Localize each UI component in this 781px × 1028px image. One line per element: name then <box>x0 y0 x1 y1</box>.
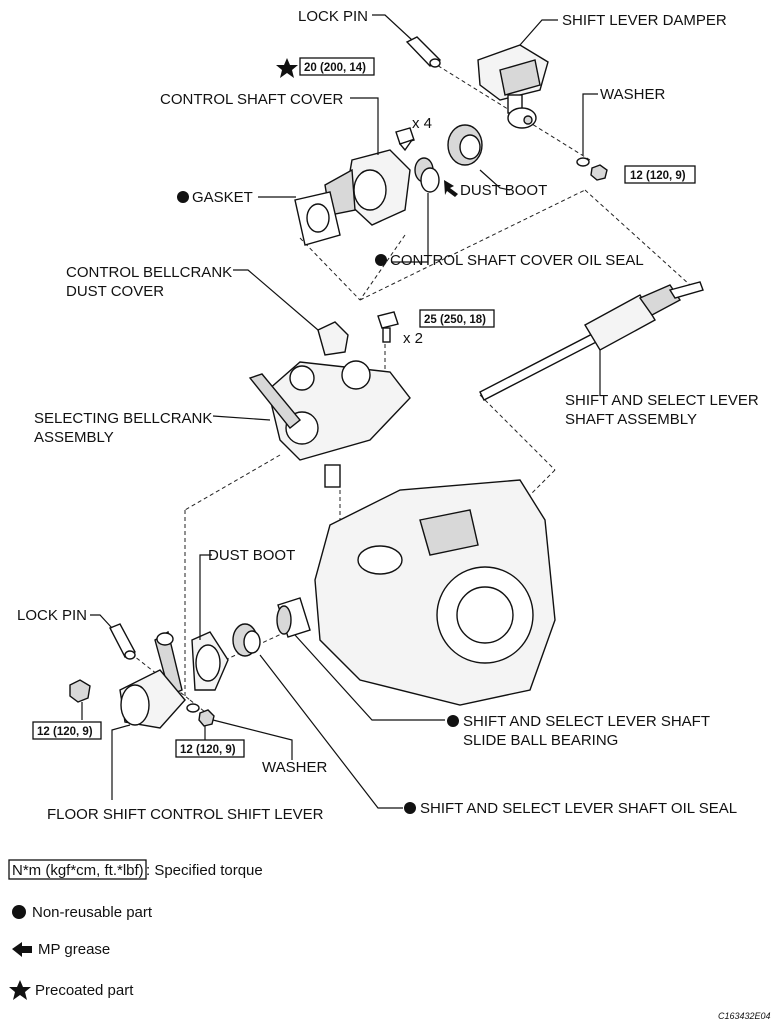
legend-non-reusable: Non-reusable part <box>32 904 153 921</box>
figure-code: C163432E04 <box>718 1011 771 1021</box>
cover-bolt-part <box>395 127 415 152</box>
labels: LOCK PIN SHIFT LEVER DAMPER CONTROL SHAF… <box>17 8 759 823</box>
label-control-shaft-cover: CONTROL SHAFT COVER <box>160 91 344 108</box>
label-washer-bottom: WASHER <box>262 759 327 776</box>
torque-lever-left: 12 (120, 9) <box>37 726 93 738</box>
label-floor-shift-lever: FLOOR SHIFT CONTROL SHIFT LEVER <box>47 806 324 823</box>
leader-lines <box>81 14 601 809</box>
dot-icon <box>375 254 387 266</box>
label-dust-boot-bottom: DUST BOOT <box>208 547 295 564</box>
washer-nut-top-part <box>576 157 608 181</box>
dot-icon <box>404 802 416 814</box>
nut-bottom-left-part <box>69 679 91 703</box>
label-lock-pin-bottom: LOCK PIN <box>17 607 87 624</box>
label-x4: x 4 <box>412 115 432 132</box>
bellcrank-bolt-part <box>377 311 399 343</box>
label-washer-top: WASHER <box>600 86 665 103</box>
transmission-case-part <box>314 479 556 706</box>
label-control-bellcrank-2: DUST COVER <box>66 283 164 300</box>
dot-icon <box>447 715 459 727</box>
torque-box-lever-left: 12 (120, 9) <box>32 721 102 740</box>
label-selecting-bellcrank-1: SELECTING BELLCRANK <box>34 410 212 427</box>
slide-ball-bearing-part <box>276 597 311 638</box>
torque-bellcrank-bolts: 25 (250, 18) <box>424 314 486 326</box>
legend-mp-grease: MP grease <box>38 941 110 958</box>
control-shaft-cover-part <box>324 149 411 226</box>
torque-lever-mid: 12 (120, 9) <box>180 744 236 756</box>
floor-shift-lever-part <box>119 630 186 729</box>
lock-pin-top-part <box>405 36 442 68</box>
selecting-bellcrank-part <box>248 360 411 488</box>
legend-torque-units: N*m (kgf*cm, ft.*lbf) <box>12 862 144 879</box>
gasket-part <box>294 191 341 246</box>
dust-boot-bottom-part <box>191 631 229 691</box>
mp-grease-arrow-icon <box>444 180 458 197</box>
dust-boot-top-part <box>447 124 483 166</box>
washer-nut-bottom-part <box>186 703 215 727</box>
non-reusable-dot-icon <box>12 905 26 919</box>
legend-torque-box <box>8 859 147 880</box>
cover-oil-seal-part <box>414 157 440 193</box>
label-slide-ball-bearing-1: SHIFT AND SELECT LEVER SHAFT <box>463 713 710 730</box>
non-reusable-markers <box>177 191 459 814</box>
label-control-bellcrank-1: CONTROL BELLCRANK <box>66 264 232 281</box>
torque-cover-bolts: 20 (200, 14) <box>304 62 366 74</box>
label-x2: x 2 <box>403 330 423 347</box>
label-shift-select-shaft-2: SHAFT ASSEMBLY <box>565 411 697 428</box>
label-cover-oil-seal: CONTROL SHAFT COVER OIL SEAL <box>390 252 644 269</box>
label-shift-select-shaft-1: SHIFT AND SELECT LEVER <box>565 392 759 409</box>
legend-torque-desc: : Specified torque <box>146 862 263 879</box>
shift-lever-damper-part <box>477 44 549 129</box>
bellcrank-dust-cover-part <box>317 321 349 356</box>
label-lock-pin-top: LOCK PIN <box>298 8 368 25</box>
oil-seal-bottom-part <box>232 623 261 657</box>
lock-pin-bottom-part <box>109 623 136 660</box>
legend: N*m (kgf*cm, ft.*lbf) : Specified torque… <box>8 859 263 1000</box>
label-dust-boot-top: DUST BOOT <box>460 182 547 199</box>
mp-grease-arrow-icon <box>12 942 32 957</box>
label-oil-seal-bottom: SHIFT AND SELECT LEVER SHAFT OIL SEAL <box>420 800 737 817</box>
precoated-star-icon <box>9 980 31 1000</box>
label-slide-ball-bearing-2: SLIDE BALL BEARING <box>463 732 618 749</box>
label-gasket: GASKET <box>192 189 253 206</box>
shift-select-shaft-part <box>479 281 704 401</box>
label-shift-lever-damper: SHIFT LEVER DAMPER <box>562 12 727 29</box>
torque-damper-nut: 12 (120, 9) <box>630 170 686 182</box>
torque-box-bellcrank: 25 (250, 18) <box>419 309 495 328</box>
torque-box-cover: 20 (200, 14) <box>299 57 375 76</box>
torque-box-lever-mid: 12 (120, 9) <box>175 739 245 758</box>
label-selecting-bellcrank-2: ASSEMBLY <box>34 429 114 446</box>
torque-box-damper: 12 (120, 9) <box>624 165 696 184</box>
dot-icon <box>177 191 189 203</box>
precoated-star-icon <box>276 58 298 78</box>
legend-precoated: Precoated part <box>35 982 134 999</box>
